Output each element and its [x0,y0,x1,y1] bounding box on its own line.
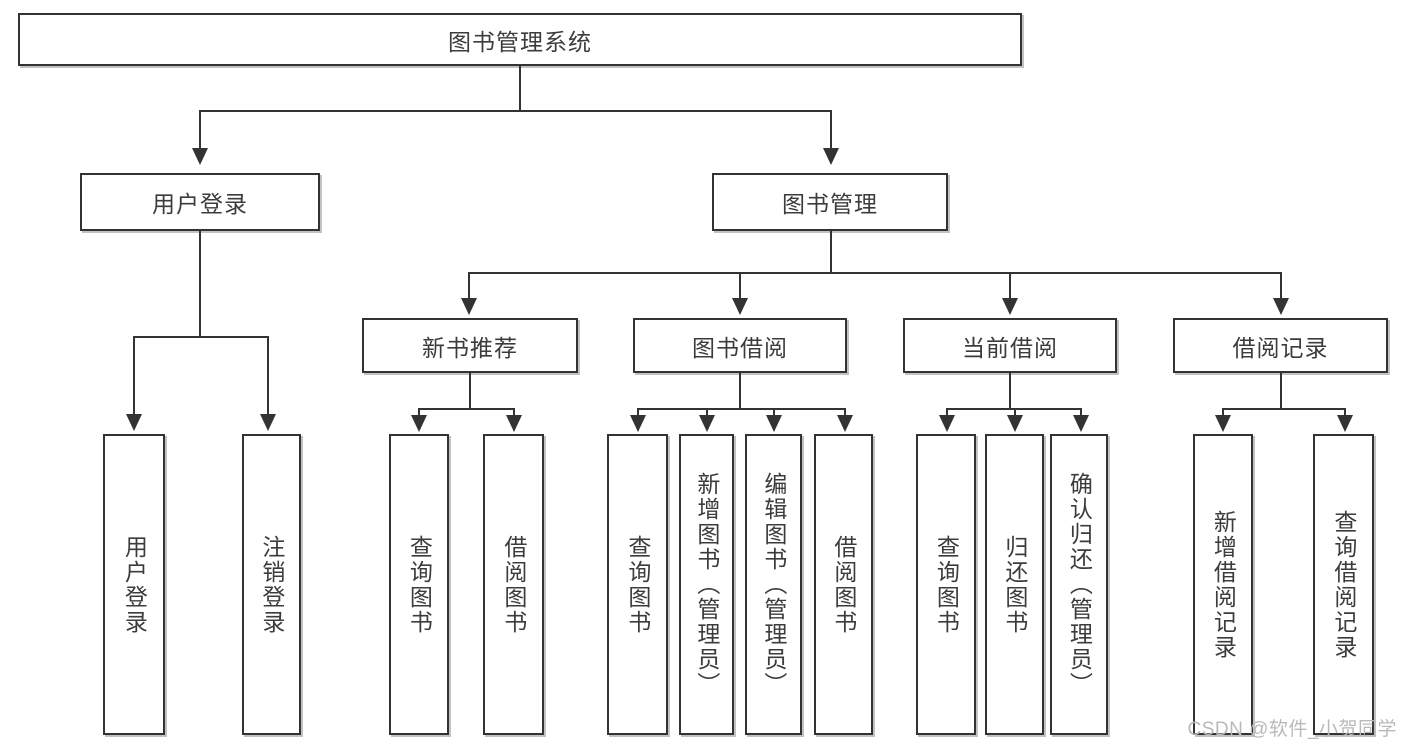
leaf-label: 注销登录 [258,534,285,635]
arrow-to-leaf-edit-book [766,415,782,432]
node-current-borrow[interactable]: 当前借阅 [903,318,1117,373]
arrow-to-new-book-recommend [461,298,477,315]
node-label: 图书借阅 [692,334,788,361]
leaf-label: 借阅图书 [500,534,527,635]
node-new-book-recommend[interactable]: 新书推荐 [362,318,578,373]
arrow-to-leaf-borrow-book-2 [837,415,853,432]
connector-bookborrow-stem [739,373,741,408]
leaf-query-book-newbook[interactable]: 查询图书 [389,434,449,735]
leaf-logout[interactable]: 注销登录 [242,434,301,735]
leaf-label: 确认归还（管理员） [1066,472,1093,697]
connector-currentborrow-bus [946,408,1080,410]
connector-bookborrow-drop-3 [844,408,846,418]
connector-newbook-drop-1 [513,408,515,418]
connector-bookmgmt-stem [830,231,832,272]
connector-userlogin-stem [199,231,201,336]
connector-newbook-stem [469,373,471,408]
node-label: 当前借阅 [962,334,1058,361]
connector-bookborrow-drop-1 [706,408,708,418]
arrow-to-leaf-borrow-book-1 [506,415,522,432]
connector-currentborrow-drop-0 [946,408,948,418]
connector-borrowrecord-drop-1 [1344,408,1346,418]
connector-borrowrecord-stem [1280,373,1282,408]
arrow-to-book-borrow [732,298,748,315]
connector-bookborrow-drop-2 [773,408,775,418]
node-label: 用户登录 [152,191,248,217]
connector-currentborrow-drop-2 [1080,408,1082,418]
node-borrow-record[interactable]: 借阅记录 [1173,318,1388,373]
leaf-return-book[interactable]: 归还图书 [985,434,1044,735]
node-label: 图书管理系统 [448,28,592,55]
leaf-add-book-admin[interactable]: 新增图书（管理员） [679,434,734,735]
leaf-label: 归还图书 [1001,534,1028,635]
leaf-label: 新增借阅记录 [1210,509,1237,660]
leaf-label: 查询借阅记录 [1330,509,1357,660]
node-user-login[interactable]: 用户登录 [80,173,320,231]
arrow-to-borrow-record [1273,298,1289,315]
connector-newbook-drop-0 [418,408,420,418]
leaf-query-book-current[interactable]: 查询图书 [916,434,976,735]
arrow-to-user-login [192,148,208,165]
node-book-borrow[interactable]: 图书借阅 [633,318,847,373]
connector-newbook-bus [418,408,513,410]
leaf-label: 查询图书 [406,534,433,635]
arrow-to-leaf-query-book-1 [411,415,427,432]
arrow-to-leaf-user-login [126,414,142,431]
leaf-borrow-book-newbook[interactable]: 借阅图书 [483,434,544,735]
leaf-label: 查询图书 [933,534,960,635]
arrow-to-leaf-query-book-3 [939,415,955,432]
node-book-management[interactable]: 图书管理 [712,173,948,231]
connector-userlogin-bus [133,336,267,338]
connector-root-drop-1 [830,110,832,150]
connector-currentborrow-stem [1009,373,1011,408]
arrow-to-leaf-add-book [699,415,715,432]
arrow-to-leaf-add-borrow-record [1215,415,1231,432]
arrow-to-leaf-logout [260,414,276,431]
connector-root-stem [519,66,521,110]
node-root-book-management-system[interactable]: 图书管理系统 [18,13,1022,66]
leaf-label: 借阅图书 [830,534,857,635]
leaf-user-login[interactable]: 用户登录 [103,434,165,735]
node-label: 新书推荐 [422,334,518,361]
connector-root-drop-0 [199,110,201,150]
connector-bookmgmt-drop-0 [468,272,470,300]
arrow-to-leaf-query-borrow-record [1337,415,1353,432]
connector-bookmgmt-bus [468,272,1280,274]
connector-bookmgmt-drop-1 [739,272,741,300]
leaf-edit-book-admin[interactable]: 编辑图书（管理员） [745,434,802,735]
watermark-text: CSDN @软件_小贺同学 [1187,719,1397,740]
arrow-to-leaf-confirm-return [1073,415,1089,432]
leaf-borrow-book[interactable]: 借阅图书 [814,434,873,735]
node-label: 图书管理 [782,191,878,217]
arrow-to-leaf-return-book [1007,415,1023,432]
leaf-label: 查询图书 [624,534,651,635]
connector-borrowrecord-drop-0 [1222,408,1224,418]
connector-userlogin-drop-1 [267,336,269,416]
connector-bookmgmt-drop-3 [1280,272,1282,300]
connector-bookborrow-bus [637,408,844,410]
arrow-to-book-management [823,148,839,165]
leaf-label: 新增图书（管理员） [693,472,720,697]
arrow-to-leaf-query-book-2 [630,415,646,432]
leaf-query-borrow-record[interactable]: 查询借阅记录 [1313,434,1374,735]
leaf-add-borrow-record[interactable]: 新增借阅记录 [1193,434,1253,735]
connector-root-bus [199,110,831,112]
connector-currentborrow-drop-1 [1014,408,1016,418]
leaf-label: 用户登录 [121,534,148,635]
leaf-confirm-return-admin[interactable]: 确认归还（管理员） [1050,434,1108,735]
leaf-query-book-borrow[interactable]: 查询图书 [607,434,668,735]
connector-bookborrow-drop-0 [637,408,639,418]
connector-userlogin-drop-0 [133,336,135,416]
node-label: 借阅记录 [1232,334,1329,361]
connector-bookmgmt-drop-2 [1009,272,1011,300]
leaf-label: 编辑图书（管理员） [760,472,787,697]
arrow-to-current-borrow [1002,298,1018,315]
connector-borrowrecord-bus [1222,408,1344,410]
